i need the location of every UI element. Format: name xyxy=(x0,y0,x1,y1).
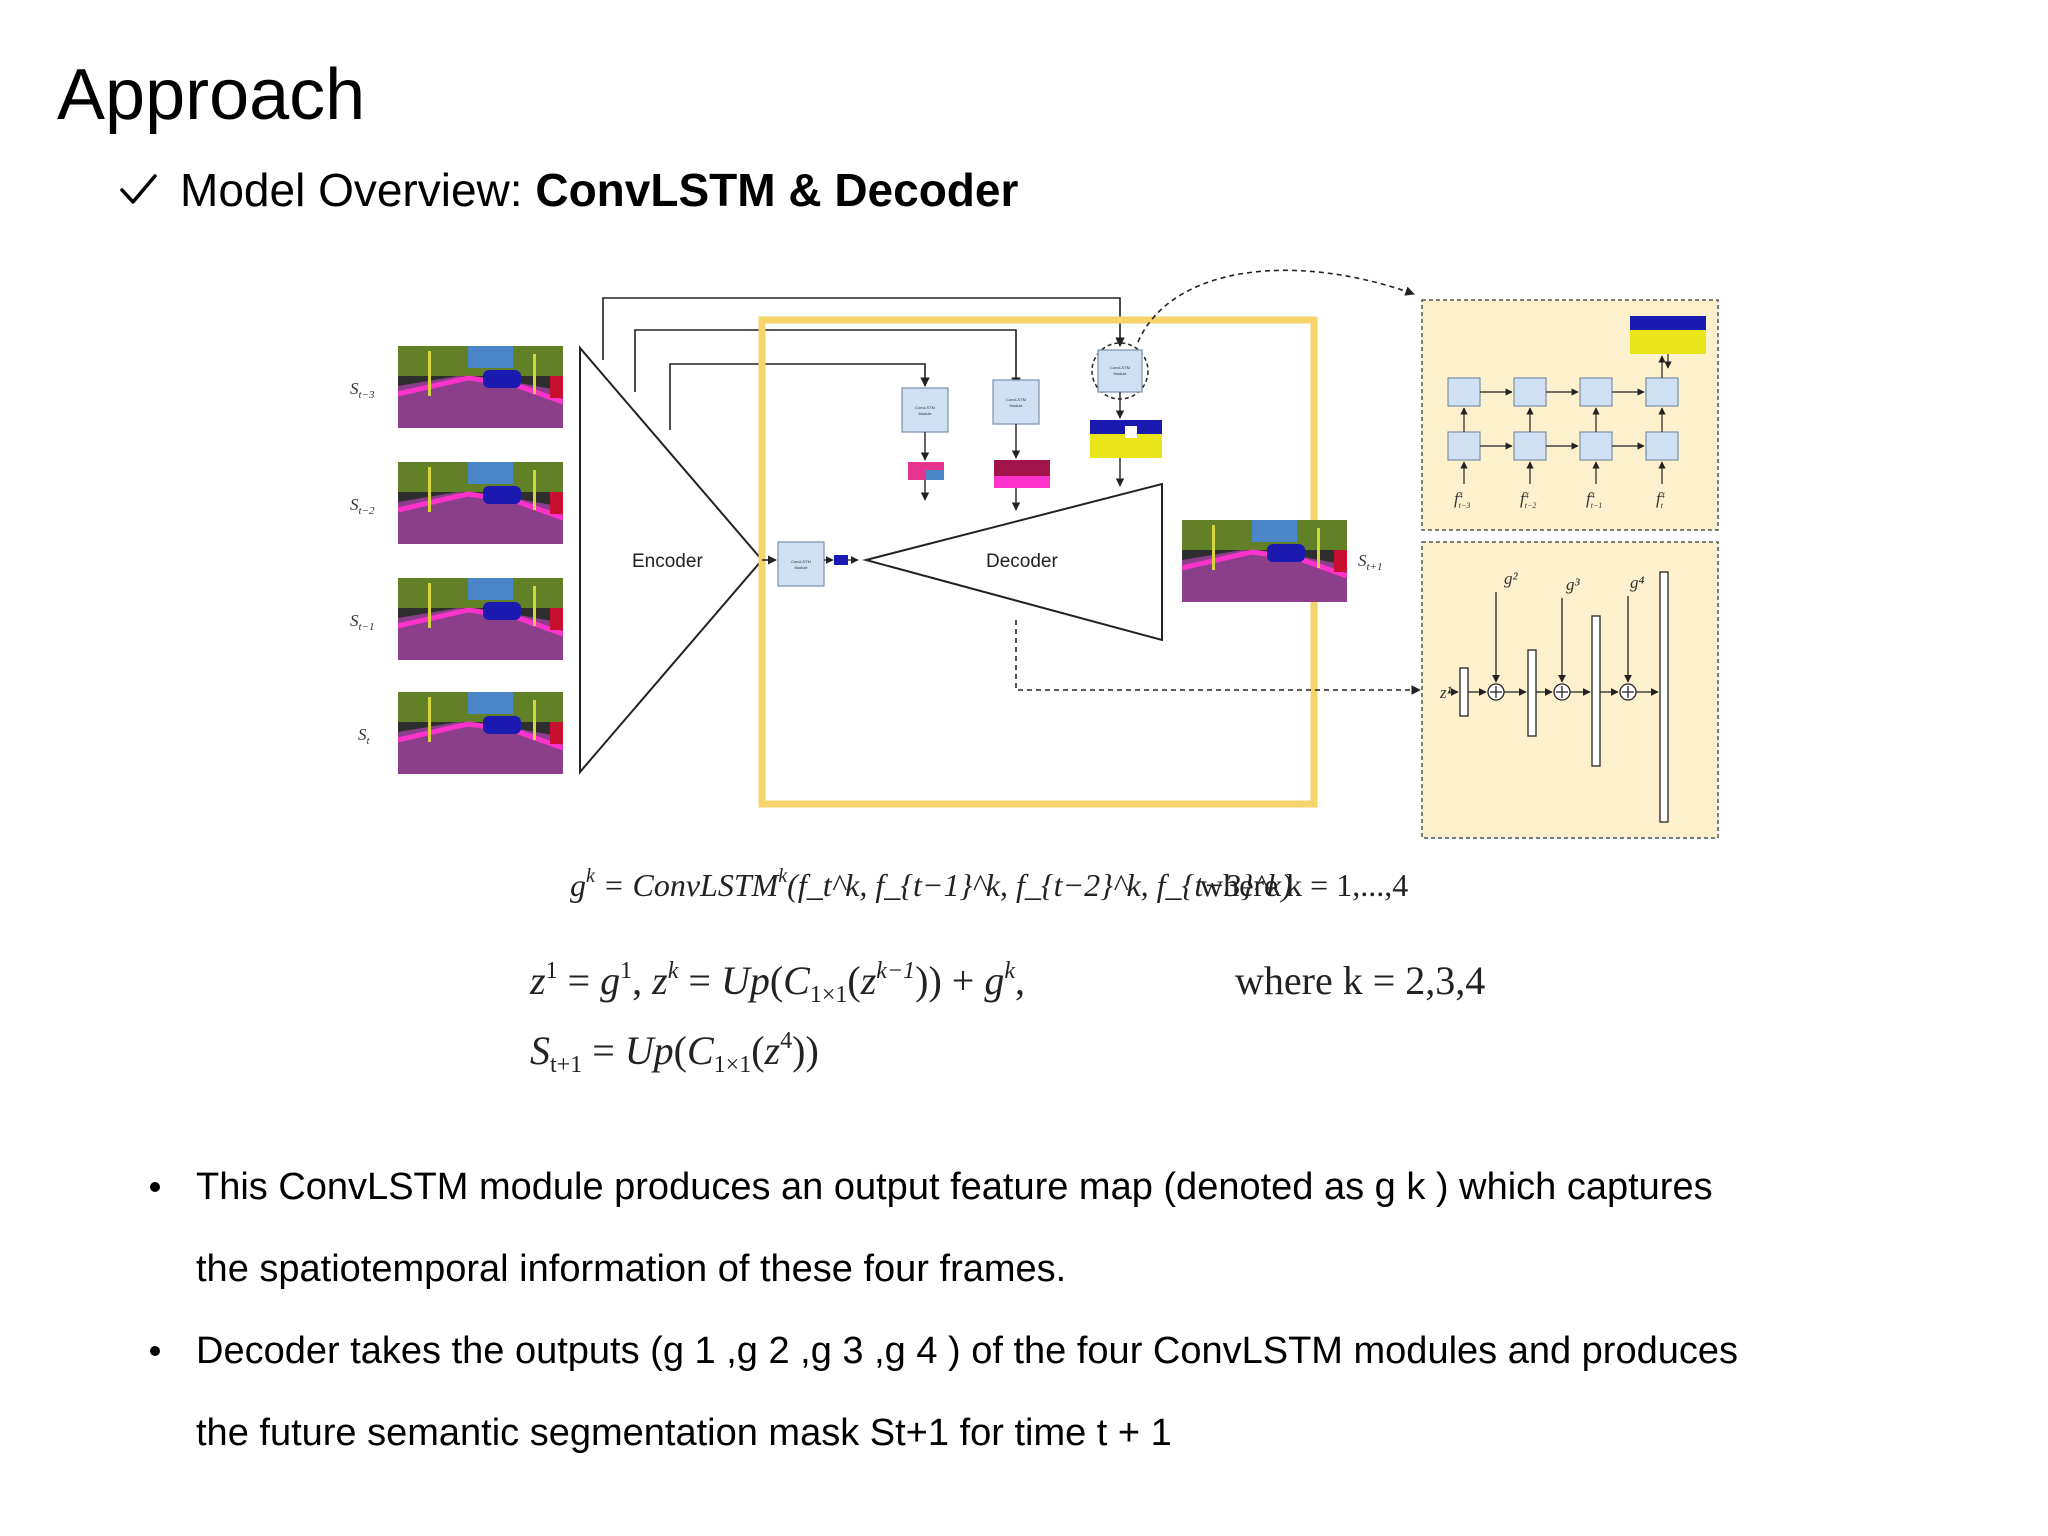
svg-text:ConvLSTM: ConvLSTM xyxy=(915,405,935,410)
svg-text:ConvLSTM: ConvLSTM xyxy=(1110,365,1130,370)
decoder-g-label-3: g⁴ xyxy=(1630,573,1645,592)
subtitle-prefix: Model Overview: xyxy=(180,164,536,216)
svg-text:gk = ConvLSTMk(f_t^k, f_{t−1}^: gk = ConvLSTMk(f_t^k, f_{t−1}^k, f_{t−2}… xyxy=(570,865,1292,903)
decoder-g-label-2: g³ xyxy=(1566,575,1581,594)
feature-map-small xyxy=(834,555,848,565)
subtitle-bold: ConvLSTM & Decoder xyxy=(535,164,1019,216)
bullet-line-3: Decoder takes the outputs (g 1 ,g 2 ,g 3… xyxy=(196,1330,1738,1372)
checkmark-icon xyxy=(120,174,157,204)
encoder-label: Encoder xyxy=(632,551,703,572)
equation-2-where: where k = 2,3,4 xyxy=(1235,958,1485,1003)
convlstm-module-2: ConvLSTM Module xyxy=(992,379,1040,425)
bullet-item-1: This ConvLSTM module produces an output … xyxy=(144,1146,1944,1310)
subtitle-row: Model Overview: ConvLSTM & Decoder xyxy=(118,162,1018,218)
decoder-z-label: z¹ xyxy=(1439,683,1452,702)
output-frame xyxy=(1182,520,1347,602)
svg-text:Module: Module xyxy=(918,411,932,416)
equation-2: z1 = g1, zk = Up(C1×1(zk−1)) + gk, where… xyxy=(529,958,1485,1008)
frame-label-1: St−3 xyxy=(350,379,375,401)
input-frame-3: St−1 xyxy=(350,578,563,660)
frame-label-3: St−1 xyxy=(350,611,374,633)
bullet-line-4: the future semantic segmentation mask St… xyxy=(196,1412,1172,1454)
svg-text:z1 = g1, zk = Up(C1×1(zk−1)): z1 = g1, zk = Up(C1×1(zk−1)) + gk, xyxy=(529,958,1025,1008)
convlstm-module-1: ConvLSTM Module xyxy=(901,387,949,433)
svg-text:ConvLSTM: ConvLSTM xyxy=(1006,397,1026,402)
svg-text:Module: Module xyxy=(1113,371,1127,376)
svg-text:Module: Module xyxy=(794,565,808,570)
frame-label-4: St xyxy=(358,725,371,747)
bullet-list: This ConvLSTM module produces an output … xyxy=(144,1146,1944,1474)
svg-text:ConvLSTM: ConvLSTM xyxy=(791,559,811,564)
equation-1-where: where k = 1,...,4 xyxy=(1200,867,1408,903)
bullet-line-2: the spatiotemporal information of these … xyxy=(196,1248,1067,1290)
svg-text:Module: Module xyxy=(1009,403,1023,408)
input-frame-4: St xyxy=(358,692,563,774)
model-diagram-svg: St−3 St−2 St−1 St Encoder ConvLSTM Modul… xyxy=(350,269,1719,1078)
bullet-item-2: Decoder takes the outputs (g 1 ,g 2 ,g 3… xyxy=(144,1310,1944,1474)
svg-text:St+1 = Up(C1×1(z4)): St+1 = Up(C1×1(z4)) xyxy=(530,1028,819,1078)
convlstm-module-3: ConvLSTM Module xyxy=(1091,342,1149,400)
input-frame-1: St−3 xyxy=(350,346,563,428)
decoder-label: Decoder xyxy=(986,551,1058,572)
decoder-trapezoid xyxy=(862,482,1163,642)
model-diagram: St−3 St−2 St−1 St Encoder ConvLSTM Modul… xyxy=(330,258,1730,1100)
equation-3: St+1 = Up(C1×1(z4)) xyxy=(530,1028,819,1078)
equation-1: gk = ConvLSTMk(f_t^k, f_{t−1}^k, f_{t−2}… xyxy=(570,865,1408,903)
decoder-detail-panel: z¹ g² g³ g⁴ xyxy=(1421,541,1719,839)
output-frame-label: St+1 xyxy=(1358,551,1382,573)
slide-title: Approach xyxy=(57,55,366,135)
frame-label-2: St−2 xyxy=(350,495,375,517)
bullet-line-1: This ConvLSTM module produces an output … xyxy=(196,1166,1713,1208)
decoder-g-label-1: g² xyxy=(1504,569,1519,588)
convlstm-module-4: ConvLSTM Module xyxy=(777,541,825,587)
encoder-trapezoid xyxy=(579,345,764,775)
input-frame-2: St−2 xyxy=(350,462,563,544)
